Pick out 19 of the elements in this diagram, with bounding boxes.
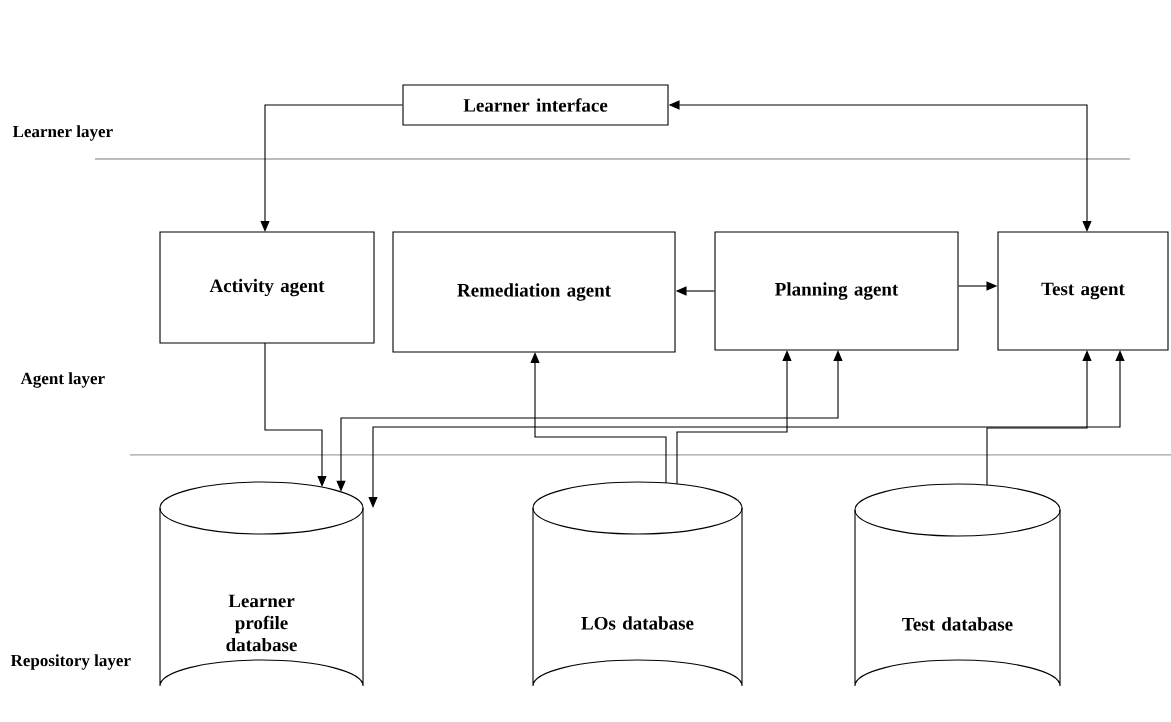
agent-box: Test agent [997,231,1169,351]
node-label: Learner profile database [226,594,297,652]
database-cylinder: Test database [854,483,1061,687]
database-cylinder: LOs database [532,481,743,687]
agent-box: Planning agent [714,231,959,351]
layer-label: Repository layer [10,654,131,670]
arrow [986,350,1092,486]
arrow [530,352,667,484]
agent-box: Remediation agent [392,231,676,353]
agent-box: Activity agent [159,231,375,344]
layer-label: Agent layer [20,372,105,388]
node-label: LOs database [581,616,694,630]
database-cylinder: Learner profile database [159,481,364,687]
arrow [260,104,403,232]
agent-box: Learner interface [402,84,669,126]
arrow [676,350,792,485]
arrow [368,350,1125,508]
layer-label: Learner layer [12,125,113,141]
node-label: Test database [902,617,1013,631]
